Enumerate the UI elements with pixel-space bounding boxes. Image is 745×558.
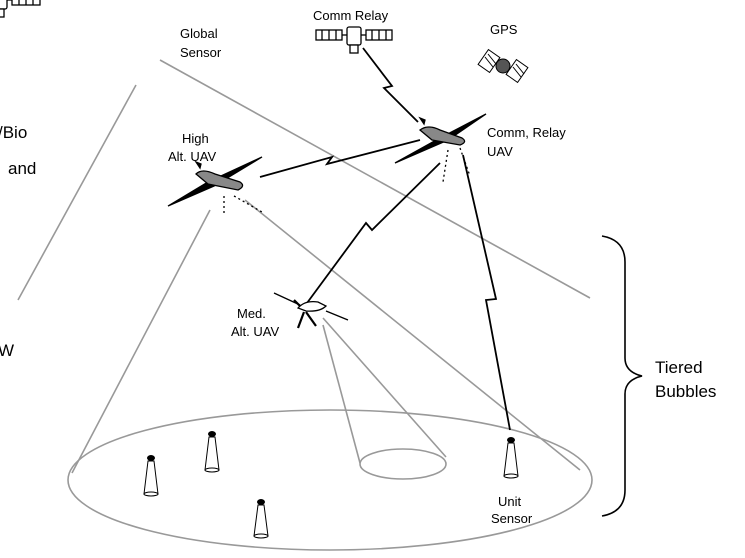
- relay-uav-fuselage: [418, 126, 466, 146]
- high-alt-uav: [167, 156, 263, 216]
- clipped-left-text-2: and: [8, 159, 36, 178]
- clipped-left-text-1: /Bio: [0, 123, 27, 142]
- global-sensor-beam-right: [159, 59, 591, 299]
- med-uav-cone-right: [322, 317, 447, 458]
- med-uav-cone-left: [322, 324, 361, 464]
- tiered-bubbles-label-2: Bubbles: [655, 382, 716, 401]
- high-uav-sensor-dots: [223, 195, 263, 216]
- relay-uav-sensor-dots: [442, 147, 471, 183]
- ground-bubble: [67, 409, 593, 551]
- med-alt-uav: [273, 292, 349, 329]
- global-sensor-beam-left: [17, 84, 137, 301]
- high-alt-uav-label-1: High: [182, 131, 209, 146]
- comm-relay-uav-label-2: UAV: [487, 144, 513, 159]
- med-uav-body: [296, 300, 328, 312]
- unit-sensor-2: [204, 431, 220, 473]
- labels: Global Sensor Comm Relay GPS High Alt. U…: [0, 8, 716, 526]
- med-uav-footprint: [359, 448, 447, 480]
- global-sensor-label-1: Global: [180, 26, 218, 41]
- comm-relay-satellite: [315, 26, 393, 54]
- comm-links: [259, 47, 511, 431]
- comm-relay-satellite-label: Comm Relay: [313, 8, 389, 23]
- high-uav-cone-right: [244, 199, 581, 471]
- unit-sensor-label-1: Unit: [498, 494, 522, 509]
- unit-sensor-1: [143, 455, 159, 497]
- comm-relay-uav-label-1: Comm, Relay: [487, 125, 566, 140]
- unit-sensors: [143, 431, 519, 539]
- high-alt-uav-label-2: Alt. UAV: [168, 149, 216, 164]
- global-sensor-label-2: Sensor: [180, 45, 222, 60]
- tiered-bubbles-brace: [601, 235, 643, 517]
- link-relay-uav-to-med-uav: [306, 162, 441, 304]
- clipped-left-text-3: W: [0, 341, 14, 360]
- gps-label: GPS: [490, 22, 518, 37]
- unit-sensor-4: [503, 437, 519, 479]
- high-uav-fuselage: [195, 170, 244, 191]
- link-high-uav-to-relay-uav: [259, 139, 421, 178]
- unit-sensor-label-2: Sensor: [491, 511, 533, 526]
- med-alt-uav-label-2: Alt. UAV: [231, 324, 279, 339]
- global-sensor-satellite: [0, 0, 41, 18]
- med-alt-uav-label-1: Med.: [237, 306, 266, 321]
- link-relay-sat-to-relay-uav: [362, 47, 419, 123]
- gps-satellite: [477, 48, 529, 84]
- tiered-bubbles-label-1: Tiered: [655, 358, 703, 377]
- comm-relay-uav: [394, 113, 487, 183]
- unit-sensor-3: [253, 499, 269, 539]
- high-uav-cone-left: [71, 209, 211, 474]
- coverage-lines: [17, 59, 593, 551]
- link-relay-uav-to-unit-sensor: [462, 154, 511, 431]
